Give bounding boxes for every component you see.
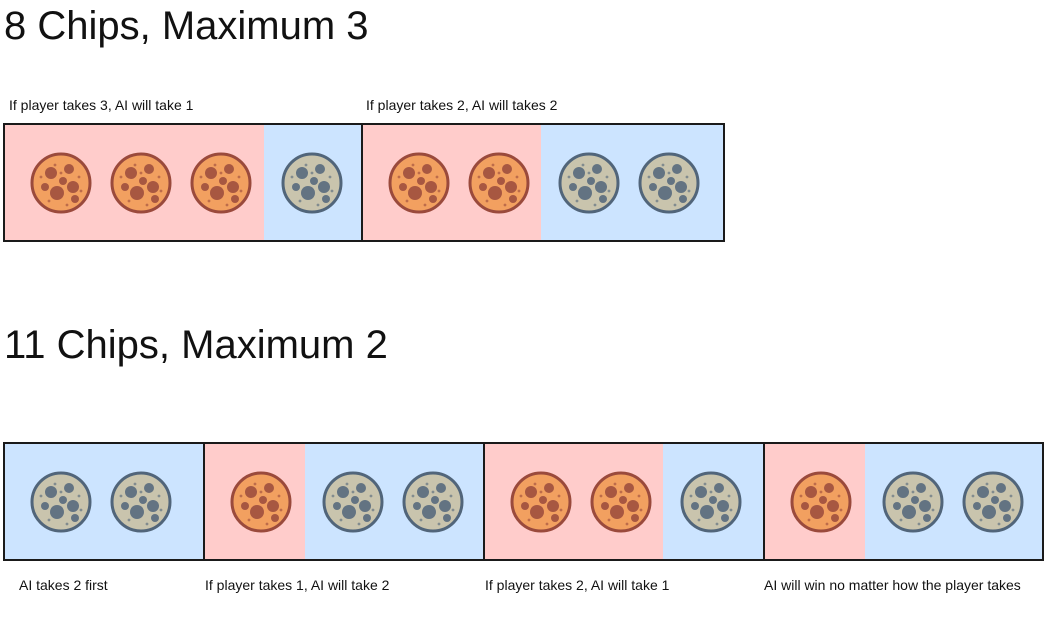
- grey-cookie-icon: [281, 152, 343, 214]
- box-label: AI will win no matter how the player tak…: [764, 577, 1021, 593]
- ai-cell: [541, 125, 723, 240]
- orange-cookie-icon: [468, 152, 530, 214]
- player-cell: [205, 444, 305, 559]
- grey-cookie-icon: [558, 152, 620, 214]
- chip: [679, 470, 743, 539]
- player-cell: [485, 444, 663, 559]
- grey-cookie-icon: [638, 152, 700, 214]
- grey-cookie-icon: [402, 471, 464, 533]
- box-label: If player takes 2, AI will take 1: [485, 577, 670, 593]
- chip: [109, 470, 173, 539]
- chip-row-11-chips: [3, 442, 1044, 561]
- chip-box: [203, 442, 485, 561]
- chip-box: [361, 123, 725, 242]
- ai-cell: [663, 444, 763, 559]
- ai-cell: [264, 125, 361, 240]
- box-label: If player takes 3, AI will take 1: [9, 97, 194, 113]
- grey-cookie-icon: [322, 471, 384, 533]
- orange-cookie-icon: [388, 152, 450, 214]
- grey-cookie-icon: [962, 471, 1024, 533]
- chip: [109, 151, 173, 220]
- chip: [29, 470, 93, 539]
- chip: [881, 470, 945, 539]
- box-label: AI takes 2 first: [19, 577, 108, 593]
- orange-cookie-icon: [590, 471, 652, 533]
- chip-box: [763, 442, 1044, 561]
- chip-row-8-chips: [3, 123, 725, 242]
- orange-cookie-icon: [790, 471, 852, 533]
- orange-cookie-icon: [30, 152, 92, 214]
- ai-cell: [305, 444, 483, 559]
- grey-cookie-icon: [110, 471, 172, 533]
- chip: [189, 151, 253, 220]
- player-cell: [5, 125, 264, 240]
- grey-cookie-icon: [30, 471, 92, 533]
- chip: [789, 470, 853, 539]
- box-label: If player takes 2, AI will takes 2: [366, 97, 558, 113]
- chip: [637, 151, 701, 220]
- orange-cookie-icon: [510, 471, 572, 533]
- chip-box: [483, 442, 765, 561]
- box-label: If player takes 1, AI will take 2: [205, 577, 390, 593]
- chip: [557, 151, 621, 220]
- chip-box: [3, 442, 205, 561]
- chip: [467, 151, 531, 220]
- orange-cookie-icon: [190, 152, 252, 214]
- chip: [401, 470, 465, 539]
- ai-cell: [865, 444, 1042, 559]
- player-cell: [765, 444, 865, 559]
- orange-cookie-icon: [230, 471, 292, 533]
- chip: [589, 470, 653, 539]
- chip: [509, 470, 573, 539]
- chip: [280, 151, 344, 220]
- orange-cookie-icon: [110, 152, 172, 214]
- ai-cell: [5, 444, 203, 559]
- section-title-11-chips: 11 Chips, Maximum 2: [4, 323, 388, 367]
- chip: [961, 470, 1025, 539]
- chip: [321, 470, 385, 539]
- grey-cookie-icon: [680, 471, 742, 533]
- section-title-8-chips: 8 Chips, Maximum 3: [4, 4, 369, 48]
- chip: [387, 151, 451, 220]
- chip: [29, 151, 93, 220]
- chip-box: [3, 123, 363, 242]
- chip: [229, 470, 293, 539]
- grey-cookie-icon: [882, 471, 944, 533]
- player-cell: [363, 125, 541, 240]
